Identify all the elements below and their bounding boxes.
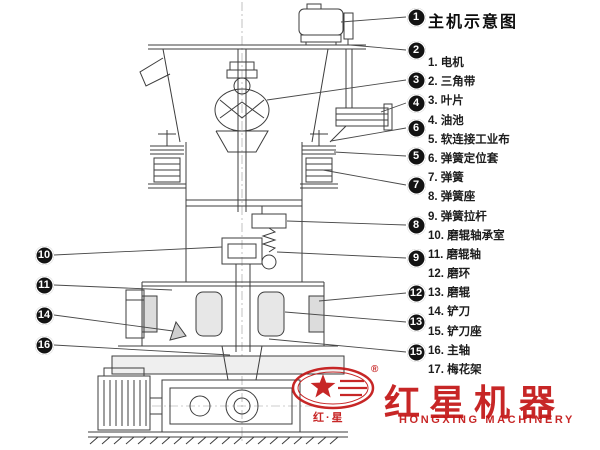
- classifier-section: [139, 48, 393, 212]
- legend-item: 13. 磨辊: [428, 287, 471, 300]
- callout-15: 15: [406, 342, 426, 362]
- spring-assemblies: [148, 130, 338, 189]
- leader-lines: [53, 16, 407, 356]
- brand-logo-caption: 红·星: [313, 412, 345, 424]
- callout-11: 11: [34, 275, 54, 295]
- hongxing-logo-icon: [291, 366, 375, 410]
- legend-item: 5. 软连接工业布: [428, 133, 510, 146]
- legend-item: 11. 磨辊轴: [428, 248, 482, 261]
- legend-item: 1. 电机: [428, 57, 464, 69]
- callout-9: 9: [406, 248, 426, 268]
- legend-item: 6. 弹簧定位套: [428, 152, 499, 165]
- callout-12: 12: [406, 283, 426, 303]
- parts-legend: 主机示意图 1. 电机 2. 三角带 3. 叶片 4. 油池 5. 软连接工业布…: [428, 8, 600, 380]
- callout-13: 13: [406, 312, 426, 332]
- legend-item: 8. 弹簧座: [428, 191, 476, 204]
- callout-14: 14: [34, 305, 54, 325]
- legend-item: 14. 铲刀: [428, 306, 471, 319]
- registered-mark: ®: [371, 364, 379, 375]
- mid-body: [185, 142, 303, 352]
- legend-item: 12. 磨环: [428, 268, 471, 281]
- legend-title: 主机示意图: [428, 14, 519, 31]
- brand-watermark-en: HONGXING MACHINERY: [399, 414, 575, 426]
- callout-2: 2: [406, 40, 426, 60]
- legend-items: 1. 电机 2. 三角带 3. 叶片 4. 油池 5. 软连接工业布 6. 弹簧…: [428, 54, 600, 380]
- callout-4: 4: [406, 93, 426, 113]
- legend-item: 3. 叶片: [428, 95, 464, 108]
- legend-item: 10. 磨辊轴承室: [428, 229, 505, 242]
- legend-item: 15. 铲刀座: [428, 325, 482, 338]
- callout-7: 7: [406, 175, 426, 195]
- brand-watermark-cn: 红星机器: [384, 383, 565, 423]
- callout-1: 1: [406, 7, 426, 27]
- top-motor-assembly: [148, 3, 366, 50]
- callout-8: 8: [406, 215, 426, 235]
- legend-item: 9. 弹簧拉杆: [428, 210, 487, 223]
- base-and-gearbox: [88, 345, 348, 445]
- grinding-chamber: [125, 281, 325, 346]
- legend-item: 7. 弹簧: [428, 172, 464, 185]
- legend-item: 4. 油池: [428, 114, 464, 127]
- callout-6: 6: [406, 118, 426, 138]
- star-icon: [310, 374, 336, 398]
- legend-item: 17. 梅花架: [428, 364, 482, 376]
- legend-item: 16. 主轴: [428, 344, 471, 357]
- callout-10: 10: [34, 245, 54, 265]
- legend-item: 2. 三角带: [428, 76, 476, 89]
- callout-16: 16: [34, 335, 54, 355]
- callout-3: 3: [406, 70, 426, 90]
- centerlines: [152, 2, 312, 444]
- callout-5: 5: [406, 146, 426, 166]
